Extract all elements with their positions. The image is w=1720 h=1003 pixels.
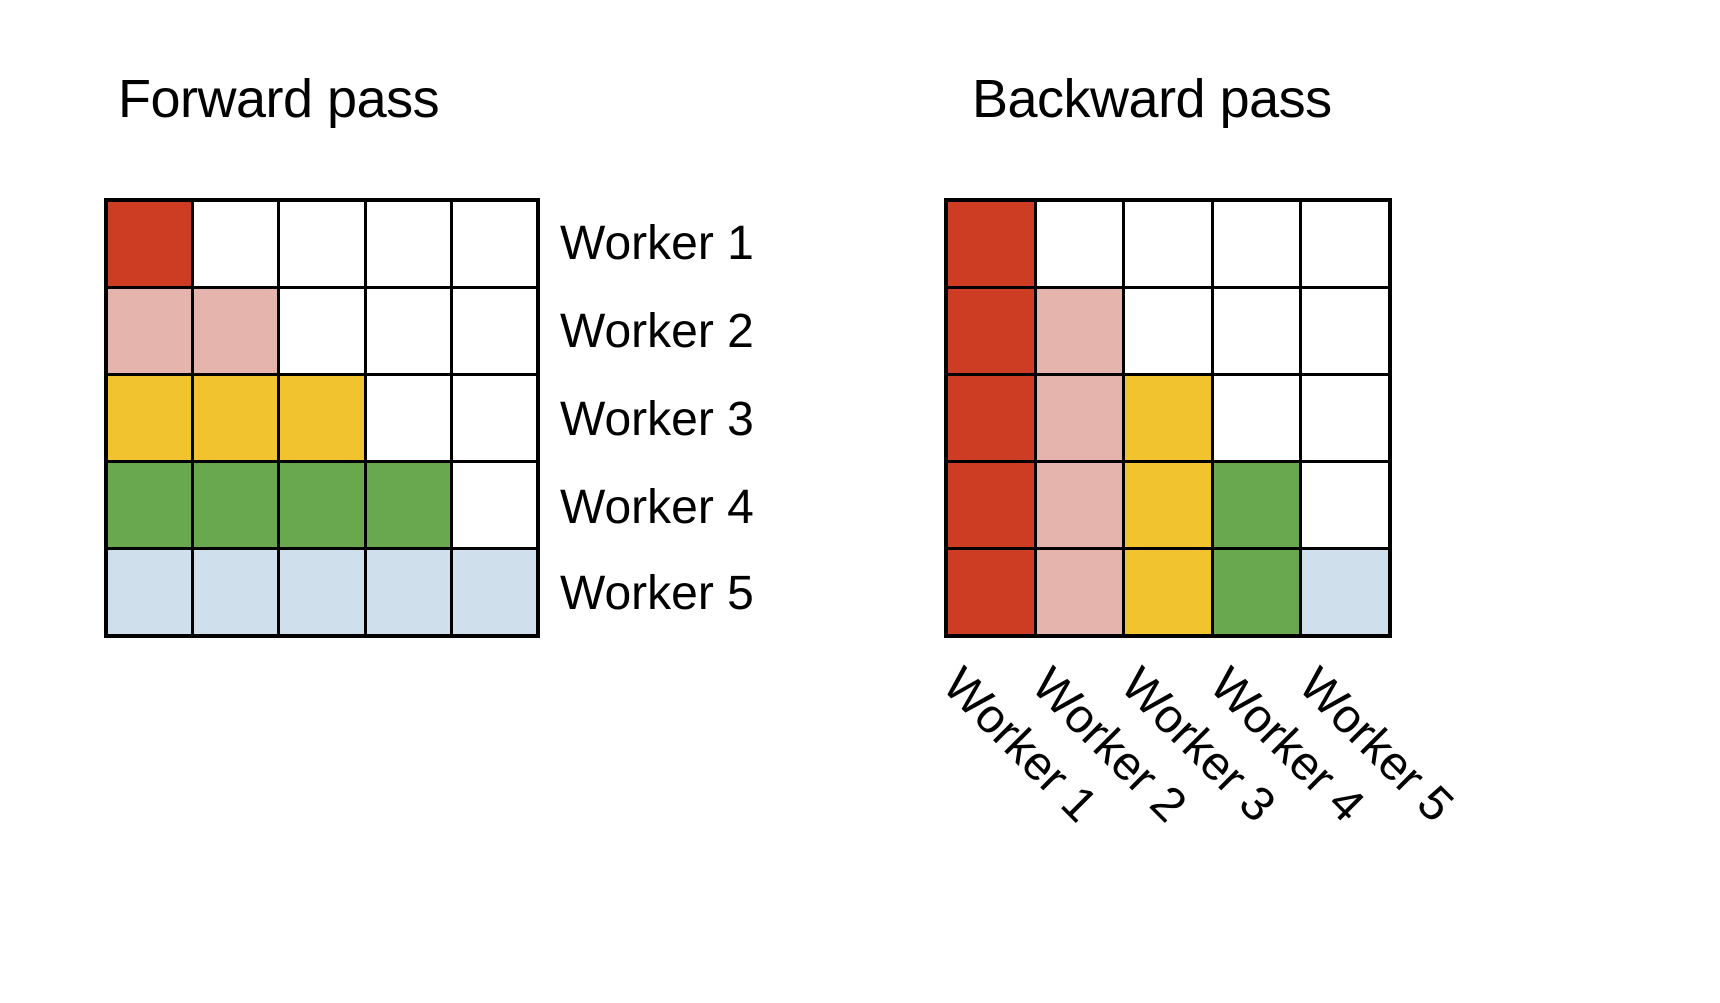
grid-cell xyxy=(366,463,450,547)
grid-cell xyxy=(1125,376,1211,460)
grid-cell xyxy=(366,550,450,634)
grid-cell xyxy=(366,376,450,460)
grid-cell xyxy=(452,463,536,547)
grid-cell xyxy=(1036,463,1123,547)
grid-cell xyxy=(452,202,536,286)
grid-cell xyxy=(194,463,278,547)
row-label-worker-2: Worker 2 xyxy=(560,305,754,358)
grid-cell xyxy=(108,376,192,460)
grid-cell xyxy=(1302,463,1388,547)
grid-cell xyxy=(1302,202,1388,286)
grid-cell xyxy=(366,202,450,286)
panel-title-backward: Backward pass xyxy=(972,69,1332,129)
row-label-worker-4: Worker 4 xyxy=(560,481,754,534)
grid-cell xyxy=(194,289,278,373)
grid-cell xyxy=(194,202,278,286)
grid-cell xyxy=(1213,550,1300,634)
grid-cell xyxy=(948,289,1034,373)
grid-cell xyxy=(108,202,192,286)
grid-cell xyxy=(1302,376,1388,460)
grid-cell xyxy=(1125,289,1211,373)
grid-cell xyxy=(1125,202,1211,286)
grid-cell xyxy=(948,376,1034,460)
grid-cell xyxy=(108,289,192,373)
panel-title-forward: Forward pass xyxy=(118,69,440,129)
grid-cell xyxy=(194,550,278,634)
grid-cell xyxy=(280,550,364,634)
row-label-worker-3: Worker 3 xyxy=(560,393,754,446)
grid-cell xyxy=(366,289,450,373)
row-label-worker-5: Worker 5 xyxy=(560,567,754,620)
grid-cell xyxy=(280,463,364,547)
grid-cell xyxy=(108,550,192,634)
row-label-worker-1: Worker 1 xyxy=(560,217,754,270)
grid-cell xyxy=(1213,202,1300,286)
grid-cell xyxy=(1213,376,1300,460)
grid-cell xyxy=(452,550,536,634)
grid-cell xyxy=(948,550,1034,634)
grid-cell xyxy=(280,376,364,460)
grid-cell xyxy=(1302,550,1388,634)
grid-cell xyxy=(948,463,1034,547)
grid-cell xyxy=(108,463,192,547)
grid-cell xyxy=(1125,550,1211,634)
grid-cell xyxy=(1302,289,1388,373)
backward-pass-grid xyxy=(944,198,1392,638)
grid-cell xyxy=(1036,202,1123,286)
grid-cell xyxy=(1125,463,1211,547)
forward-pass-grid xyxy=(104,198,540,638)
grid-cell xyxy=(1036,376,1123,460)
grid-cell xyxy=(1036,550,1123,634)
grid-cell xyxy=(1213,463,1300,547)
grid-cell xyxy=(194,376,278,460)
grid-cell xyxy=(948,202,1034,286)
grid-cell xyxy=(452,289,536,373)
grid-cell xyxy=(452,376,536,460)
grid-cell xyxy=(1036,289,1123,373)
grid-cell xyxy=(280,289,364,373)
grid-cell xyxy=(280,202,364,286)
grid-cell xyxy=(1213,289,1300,373)
